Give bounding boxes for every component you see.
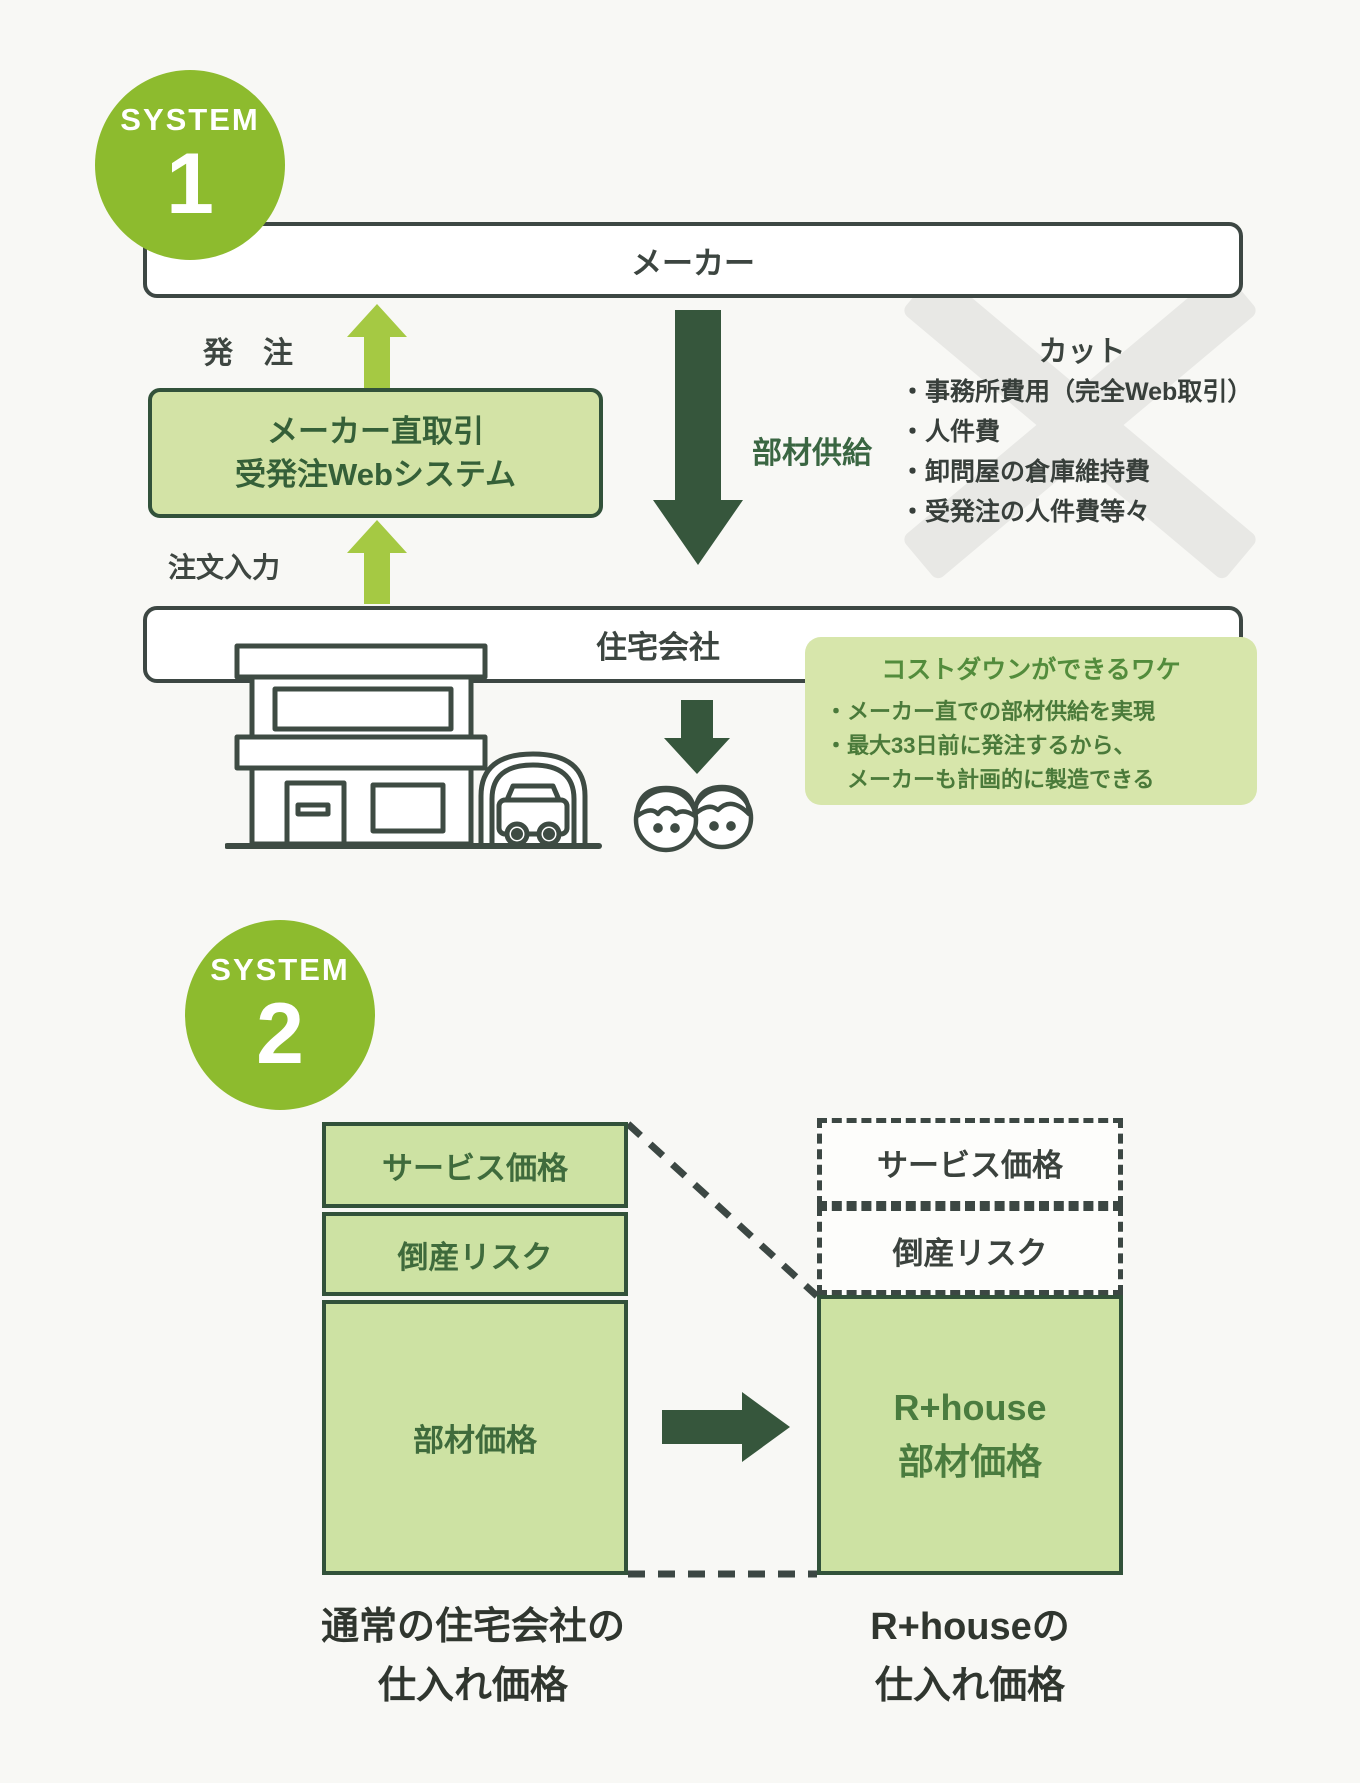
- cut-item: ・事務所費用（完全Web取引）: [900, 378, 1253, 406]
- costdown-line: ・最大33日前に発注するから、: [825, 733, 1136, 758]
- cut-item: ・受発注の人件費等々: [900, 498, 1151, 526]
- order-up-arrow-icon: [347, 304, 407, 388]
- web-system-box: メーカー直取引 受発注Webシステム: [148, 388, 603, 518]
- system2-badge-label: SYSTEM: [210, 951, 350, 987]
- family-icon: [633, 784, 754, 853]
- cut-item: ・人件費: [900, 418, 1001, 446]
- left-bar-risk-label: 倒産リスク: [397, 1239, 553, 1275]
- right-bar-dashed-risk: 倒産リスク: [817, 1206, 1123, 1295]
- costdown-box: コストダウンができるワケ ・メーカー直での部材供給を実現 ・最大33日前に発注す…: [805, 637, 1257, 805]
- order-input-label: 注文入力: [168, 552, 281, 583]
- web-system-line2: 受発注Webシステム: [235, 457, 516, 492]
- left-caption-line1: 通常の住宅会社の: [320, 1606, 625, 1648]
- right-caption-line2: 仕入れ価格: [874, 1664, 1065, 1707]
- left-bar-service-label: サービス価格: [382, 1150, 568, 1186]
- right-caption-line1: R+houseの: [870, 1606, 1070, 1648]
- right-bar-dashed-service: サービス価格: [817, 1118, 1123, 1206]
- cut-item: ・卸問屋の倉庫維持費: [900, 458, 1151, 486]
- order-label: 発 注: [203, 337, 293, 370]
- system2-badge-number: 2: [256, 985, 304, 1082]
- system1-badge-number: 1: [166, 135, 214, 232]
- right-bar-risk-label: 倒産リスク: [892, 1236, 1048, 1271]
- supply-down-arrow-icon: [653, 310, 743, 565]
- house-icon: [225, 643, 602, 849]
- supply-label: 部材供給: [752, 437, 872, 470]
- costdown-title: コストダウンができるワケ: [881, 656, 1181, 684]
- maker-box: メーカー: [143, 222, 1243, 298]
- compare-right-arrow-icon: [662, 1392, 790, 1462]
- right-bar-solid-line1: R+house: [893, 1387, 1047, 1428]
- system1-badge: SYSTEM 1: [95, 70, 285, 260]
- left-caption-line2: 仕入れ価格: [377, 1664, 568, 1707]
- left-bar-caption: 通常の住宅会社の 仕入れ価格: [238, 1598, 708, 1716]
- web-system-line1: メーカー直取引: [267, 413, 484, 449]
- system1-badge-label: SYSTEM: [120, 101, 260, 137]
- left-bar-segment-material: 部材価格: [322, 1300, 628, 1575]
- costdown-line: メーカーも計画的に製造できる: [825, 767, 1155, 792]
- left-bar-segment-service: サービス価格: [322, 1122, 628, 1208]
- order-input-up-arrow-icon: [347, 520, 407, 604]
- housing-company-label: 住宅会社: [596, 630, 720, 665]
- left-bar-material-label: 部材価格: [413, 1423, 537, 1458]
- right-bar-solid-line2: 部材価格: [897, 1441, 1042, 1482]
- cut-title: カット: [1038, 336, 1126, 368]
- maker-box-label: メーカー: [631, 245, 755, 281]
- right-bar-caption: R+houseの 仕入れ価格: [740, 1598, 1200, 1716]
- costdown-line: ・メーカー直での部材供給を実現: [825, 699, 1156, 724]
- right-bar-service-label: サービス価格: [877, 1147, 1063, 1183]
- left-bar-segment-risk: 倒産リスク: [322, 1212, 628, 1296]
- cut-list: ・事務所費用（完全Web取引） ・人件費 ・卸問屋の倉庫維持費 ・受発注の人件費…: [900, 372, 1252, 532]
- to-customer-down-arrow-icon: [664, 700, 730, 774]
- system2-badge: SYSTEM 2: [185, 920, 375, 1110]
- right-bar-solid-material: R+house 部材価格: [817, 1295, 1123, 1575]
- dashed-connector-lines: [625, 1121, 820, 1578]
